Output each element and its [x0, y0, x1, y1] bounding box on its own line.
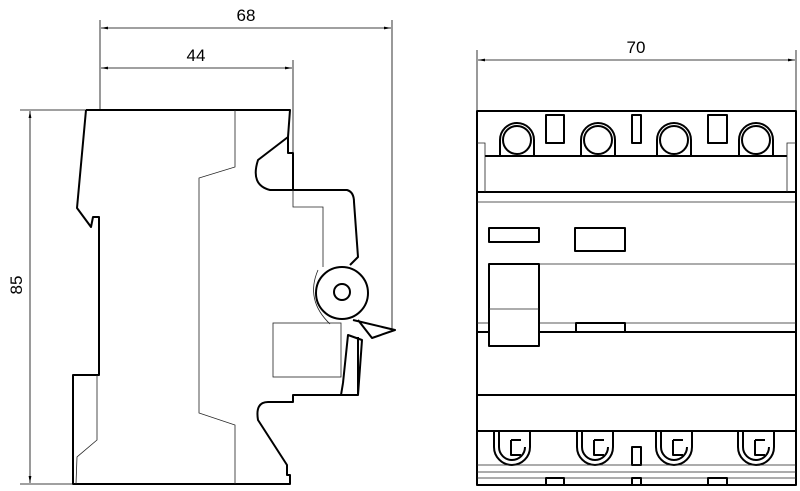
front-view: [476, 110, 797, 486]
dimension-85: 85: [7, 109, 95, 485]
label-window: [574, 227, 626, 252]
dimension-85-label: 85: [7, 276, 26, 295]
top-terminals: [499, 114, 774, 156]
dimension-70-label: 70: [627, 38, 646, 57]
dimension-44-label: 44: [187, 46, 206, 65]
dimension-70: 70: [476, 38, 797, 111]
dimension-44: 44: [101, 46, 294, 190]
dimension-68: 68: [99, 6, 393, 330]
indicator-window: [488, 227, 540, 243]
dimension-68-label: 68: [237, 6, 256, 25]
toggle-handle: [488, 263, 540, 347]
bottom-terminals: [493, 431, 775, 466]
side-view: [72, 109, 396, 485]
handle-pivot: [315, 266, 369, 320]
